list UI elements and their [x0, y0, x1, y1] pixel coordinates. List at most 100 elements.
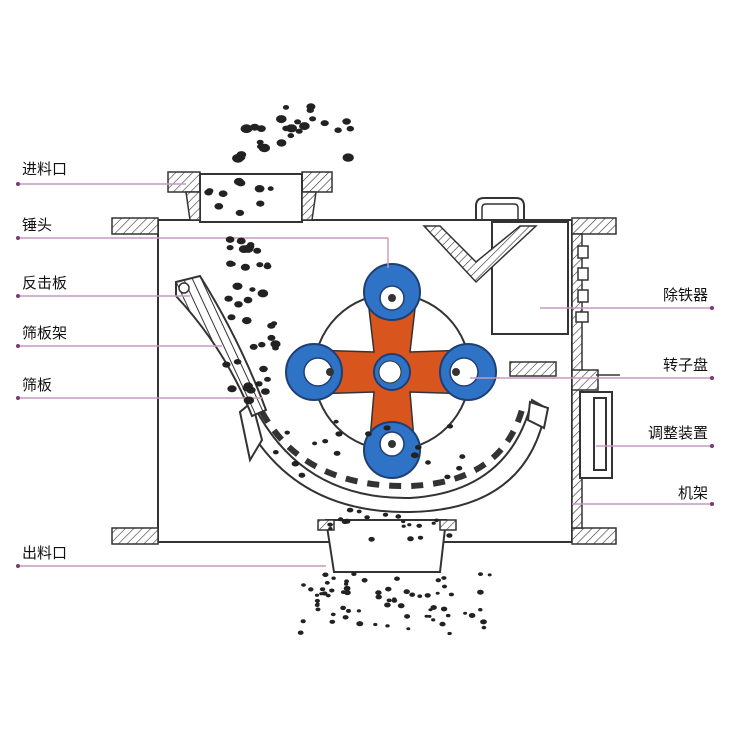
coal-particle — [264, 376, 271, 382]
coal-particle — [448, 592, 454, 597]
coal-particle — [340, 605, 346, 611]
coal-particle — [382, 512, 389, 517]
coal-particle — [343, 518, 351, 524]
coal-particle — [263, 263, 272, 270]
coal-particle — [312, 441, 318, 446]
coal-particle — [345, 608, 352, 613]
coal-particle — [395, 514, 402, 519]
iron-remover-chute — [422, 225, 538, 284]
coal-particle — [435, 578, 441, 583]
coal-particle — [356, 509, 362, 514]
coal-particle — [325, 593, 331, 598]
coal-particle — [256, 200, 265, 207]
coal-particle — [234, 301, 243, 308]
coal-particle — [397, 603, 405, 609]
coal-particle — [425, 460, 431, 465]
coal-particle — [394, 576, 400, 581]
coal-particle — [447, 631, 452, 636]
coal-particle — [431, 618, 436, 622]
coal-particle — [236, 237, 246, 245]
coal-particle — [227, 385, 237, 393]
coal-particle — [272, 345, 279, 351]
coal-particle — [481, 625, 487, 630]
coal-particle — [276, 139, 287, 147]
coal-particle — [364, 515, 370, 520]
coal-particle — [243, 396, 255, 405]
label-adjusting-device: 调整装置 — [647, 424, 708, 442]
coal-particle — [428, 608, 433, 612]
adjusting-rod — [509, 361, 557, 377]
label-discharge-outlet: 出料口 — [22, 544, 68, 562]
coal-particle — [253, 247, 262, 254]
coal-particle — [356, 609, 361, 613]
coal-particle — [477, 589, 484, 595]
coal-particle — [306, 107, 314, 113]
leader-lines — [16, 182, 714, 568]
coal-particle — [224, 295, 233, 302]
coal-particle — [385, 586, 392, 592]
coal-particle — [329, 619, 336, 624]
label-screen-frame: 筛板架 — [22, 324, 68, 342]
coal-particle — [236, 179, 246, 187]
coal-particle — [384, 602, 391, 608]
coal-particle — [257, 289, 269, 298]
coal-particle — [256, 262, 264, 268]
coal-particle — [434, 518, 439, 523]
coal-particle — [335, 431, 343, 437]
discharge-outlet — [317, 519, 457, 573]
coal-particle — [409, 592, 416, 597]
coal-particle — [333, 450, 341, 456]
coal-particle — [435, 591, 440, 595]
coal-particle — [356, 621, 364, 627]
coal-particle — [346, 125, 354, 132]
coal-particle — [333, 419, 339, 424]
coal-particle — [282, 125, 290, 132]
coal-particle — [226, 260, 235, 267]
coal-particle — [456, 465, 463, 471]
coal-particle — [478, 572, 483, 576]
coal-particle — [401, 519, 406, 524]
coal-particle — [410, 452, 419, 459]
coal-particle — [259, 365, 268, 373]
coal-particle — [254, 185, 265, 193]
coal-particle — [459, 454, 466, 459]
coal-particle — [308, 587, 314, 592]
coal-particle — [321, 591, 328, 596]
coal-particle — [417, 535, 424, 540]
coal-particle — [424, 593, 431, 598]
coal-particle — [361, 578, 368, 583]
coal-particle — [445, 613, 451, 618]
coal-particle — [424, 614, 429, 618]
coal-particle — [442, 584, 447, 589]
coal-particle — [375, 594, 382, 600]
hammer-bottom — [363, 421, 421, 479]
right-bottom-flange — [571, 527, 617, 545]
label-rotor-disc: 转子盘 — [662, 356, 708, 374]
coal-particle — [444, 474, 451, 480]
coal-particle — [404, 614, 411, 619]
coal-particle — [256, 139, 264, 145]
coal-particle — [322, 439, 329, 444]
coal-particle — [351, 572, 357, 576]
label-feed-inlet: 进料口 — [22, 160, 68, 178]
coal-particle — [346, 507, 354, 513]
coal-particle — [368, 536, 375, 542]
coal-particle — [233, 359, 242, 365]
coal-particle — [328, 527, 333, 531]
right-top-flange — [571, 217, 617, 235]
coal-particle — [343, 582, 349, 586]
coal-particle — [232, 282, 243, 290]
coal-particle — [320, 120, 329, 127]
coal-particle — [284, 430, 290, 435]
coal-particle — [315, 607, 321, 612]
coal-particle — [342, 153, 354, 162]
coal-particle — [383, 425, 391, 431]
coal-particle — [334, 127, 342, 133]
coal-particle — [439, 621, 446, 627]
coal-particle — [240, 124, 253, 134]
label-machine-frame: 机架 — [677, 484, 708, 502]
coal-particle — [297, 630, 304, 635]
coal-particle — [365, 431, 372, 437]
